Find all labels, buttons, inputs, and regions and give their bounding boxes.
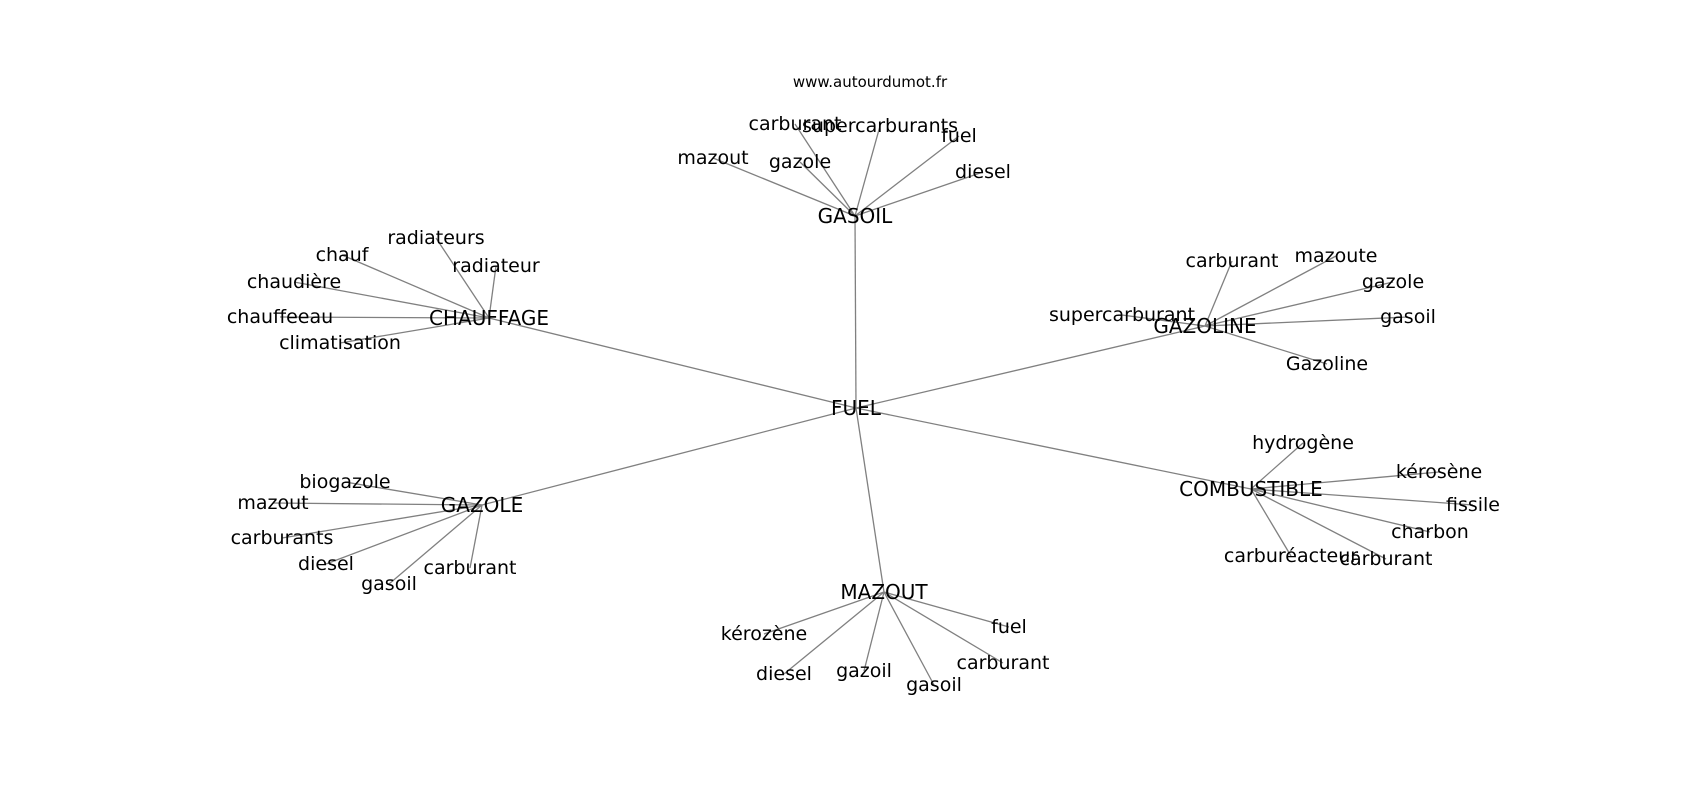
- edge-gazole-leaf: [344, 481, 483, 506]
- leaf-word: supercarburants: [802, 115, 958, 137]
- edge-center-mazout: [855, 407, 885, 593]
- leaf-word: chaudière: [247, 271, 341, 293]
- leaf-word: kérosène: [1396, 461, 1482, 483]
- hub-word-chauffage: CHAUFFAGE: [429, 306, 549, 330]
- hub-word-mazout: MAZOUT: [840, 580, 928, 604]
- leaf-word: carburant: [1340, 548, 1433, 570]
- edge-gasoil-leaf: [799, 161, 856, 217]
- edge-gazole-leaf: [325, 504, 483, 565]
- leaf-word: carburants: [231, 527, 334, 549]
- leaf-word: gasoil: [361, 573, 417, 595]
- edge-mazout-leaf: [883, 591, 1004, 664]
- leaf-word: diesel: [298, 553, 354, 575]
- leaf-word: fissile: [1446, 494, 1500, 516]
- edge-mazout-leaf: [783, 591, 885, 675]
- leaf-word: hydrogène: [1252, 432, 1354, 454]
- leaf-word: radiateur: [452, 255, 540, 277]
- hub-word-gazoline: GAZOLINE: [1153, 314, 1256, 338]
- edge-gasoil-leaf: [794, 123, 856, 217]
- edge-center-gazoline: [855, 325, 1206, 409]
- leaf-word: gasoil: [1380, 306, 1436, 328]
- leaf-word: mazoute: [1295, 245, 1378, 267]
- leaf-word: charbon: [1391, 521, 1469, 543]
- edge-combustible-leaf: [1250, 442, 1304, 490]
- leaf-word: carburéacteur: [1224, 545, 1358, 567]
- leaf-word: kérozène: [721, 623, 807, 645]
- edge-gazoline-leaf: [1204, 316, 1409, 327]
- edge-gazole-leaf: [281, 504, 483, 539]
- edge-mazout-leaf: [763, 591, 885, 635]
- edge-combustible-leaf: [1250, 488, 1387, 560]
- leaf-word: radiateurs: [387, 227, 484, 249]
- edge-gazole-leaf: [272, 502, 483, 506]
- edge-center-gasoil: [854, 215, 857, 409]
- leaf-word: carburant: [957, 652, 1050, 674]
- edge-combustible-leaf: [1250, 488, 1292, 557]
- leaf-word: fuel: [941, 125, 977, 147]
- hub-word-combustible: COMBUSTIBLE: [1179, 477, 1323, 501]
- edges-layer: [272, 123, 1474, 686]
- leaf-word: mazout: [237, 492, 308, 514]
- edge-gazoline-leaf: [1121, 314, 1206, 327]
- edge-center-gazole: [481, 407, 857, 506]
- leaf-word: mazout: [677, 147, 748, 169]
- edge-center-chauffage: [488, 317, 857, 409]
- edge-gasoil-leaf: [854, 135, 960, 217]
- leaf-word: biogazole: [299, 471, 390, 493]
- edge-gazole-leaf: [388, 504, 483, 585]
- edge-gazoline-leaf: [1204, 255, 1337, 327]
- edge-chauffage-leaf: [279, 316, 490, 319]
- leaf-word: gazole: [769, 151, 831, 173]
- edge-gazoline-leaf: [1204, 260, 1233, 327]
- edge-center-combustible: [855, 407, 1252, 490]
- edge-gazoline-leaf: [1204, 325, 1328, 365]
- leaf-word: gazole: [1362, 271, 1424, 293]
- leaf-word: climatisation: [279, 332, 401, 354]
- edge-combustible-leaf: [1250, 471, 1440, 490]
- leaf-word: supercarburant: [1049, 304, 1195, 326]
- leaf-word: Gazoline: [1286, 353, 1368, 375]
- edge-gazoline-leaf: [1204, 281, 1394, 327]
- center-word: FUEL: [831, 396, 882, 420]
- edge-combustible-leaf: [1250, 488, 1474, 506]
- edge-gasoil-leaf: [712, 157, 856, 217]
- edge-chauffage-leaf: [435, 237, 490, 319]
- leaf-word: diesel: [756, 663, 812, 685]
- leaf-word: fuel: [991, 616, 1027, 638]
- edge-mazout-leaf: [883, 591, 1010, 628]
- edge-combustible-leaf: [1250, 488, 1431, 533]
- hub-word-gasoil: GASOIL: [818, 204, 894, 228]
- edge-chauffage-leaf: [293, 281, 490, 319]
- edge-chauffage-leaf: [341, 254, 490, 319]
- leaf-word: carburant: [749, 113, 842, 135]
- edge-chauffage-leaf: [339, 317, 490, 344]
- hub-word-gazole: GAZOLE: [441, 493, 523, 517]
- leaf-word: gazoil: [836, 660, 892, 682]
- leaf-word: diesel: [955, 161, 1011, 183]
- edge-gasoil-leaf: [854, 171, 984, 217]
- edge-chauffage-leaf: [488, 265, 497, 319]
- edge-gazole-leaf: [469, 504, 483, 569]
- edge-mazout-leaf: [883, 591, 935, 686]
- edge-gasoil-leaf: [854, 125, 881, 217]
- leaf-word: chauffeeau: [227, 306, 333, 328]
- leaf-word: carburant: [1186, 250, 1279, 272]
- source-url: www.autourdumot.fr: [793, 73, 948, 91]
- edge-mazout-leaf: [863, 591, 885, 672]
- leaf-word: chauf: [316, 244, 370, 266]
- leaf-word: gasoil: [906, 674, 962, 696]
- leaf-word: carburant: [424, 557, 517, 579]
